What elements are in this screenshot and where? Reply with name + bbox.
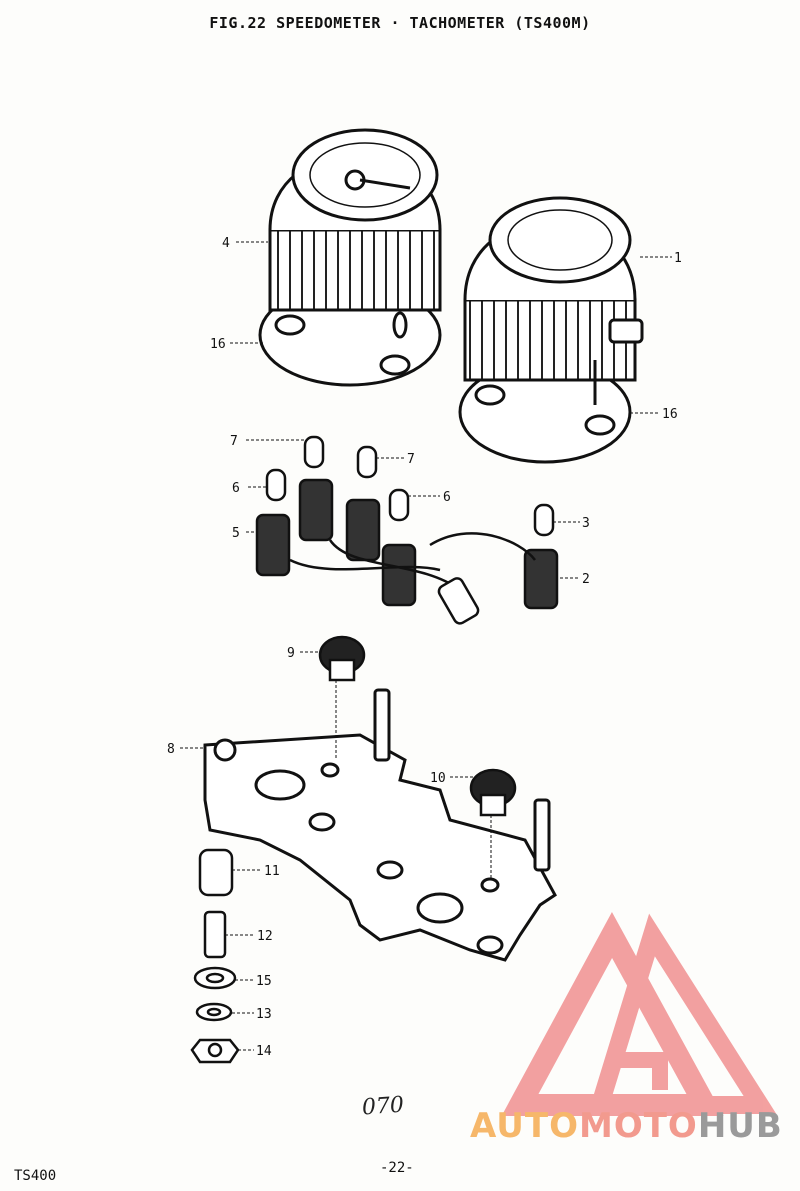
callout-14: 14 bbox=[256, 1044, 272, 1059]
callout-3: 3 bbox=[582, 516, 590, 531]
callout-9: 9 bbox=[287, 646, 295, 661]
model-label: TS400 bbox=[14, 1168, 57, 1184]
callout-labels: 1 2 3 4 5 6 6 7 7 8 9 10 11 12 13 14 15 … bbox=[167, 236, 682, 1059]
callout-4: 4 bbox=[222, 236, 230, 251]
callout-11: 11 bbox=[264, 864, 280, 879]
callout-10: 10 bbox=[430, 771, 446, 786]
callout-15: 15 bbox=[256, 974, 272, 989]
rubber-caps bbox=[318, 635, 517, 817]
callout-16-left: 16 bbox=[210, 337, 226, 352]
callout-2: 2 bbox=[582, 572, 590, 587]
callout-12: 12 bbox=[257, 929, 273, 944]
watermark-hub: HUB bbox=[697, 1106, 783, 1146]
callout-6-left: 6 bbox=[232, 481, 240, 496]
figure-title: FIG.22 SPEEDOMETER · TACHOMETER (TS400M) bbox=[209, 14, 591, 32]
watermark-auto: AUTO bbox=[470, 1106, 579, 1146]
callout-1: 1 bbox=[674, 251, 682, 266]
callout-16-right: 16 bbox=[662, 407, 678, 422]
leader-lines bbox=[180, 241, 672, 1051]
page-number: -22- bbox=[380, 1160, 414, 1176]
mounting-bracket bbox=[203, 688, 557, 962]
watermark-logo bbox=[501, 911, 777, 1116]
handwritten-note: 070 bbox=[361, 1092, 405, 1121]
callout-13: 13 bbox=[256, 1007, 272, 1022]
watermark-moto: MOTO bbox=[578, 1106, 698, 1146]
callout-5: 5 bbox=[232, 526, 240, 541]
bulb-socket-harness bbox=[255, 435, 559, 625]
callout-8: 8 bbox=[167, 742, 175, 757]
callout-7-left: 7 bbox=[230, 434, 238, 449]
callout-7-right: 7 bbox=[407, 452, 415, 467]
hardware-stack bbox=[190, 848, 240, 1064]
tachometer-assembly bbox=[458, 196, 644, 464]
callout-6-right: 6 bbox=[443, 490, 451, 505]
watermark-text: AUTOMOTOHUB bbox=[470, 1106, 783, 1146]
speedometer-assembly bbox=[258, 128, 442, 387]
